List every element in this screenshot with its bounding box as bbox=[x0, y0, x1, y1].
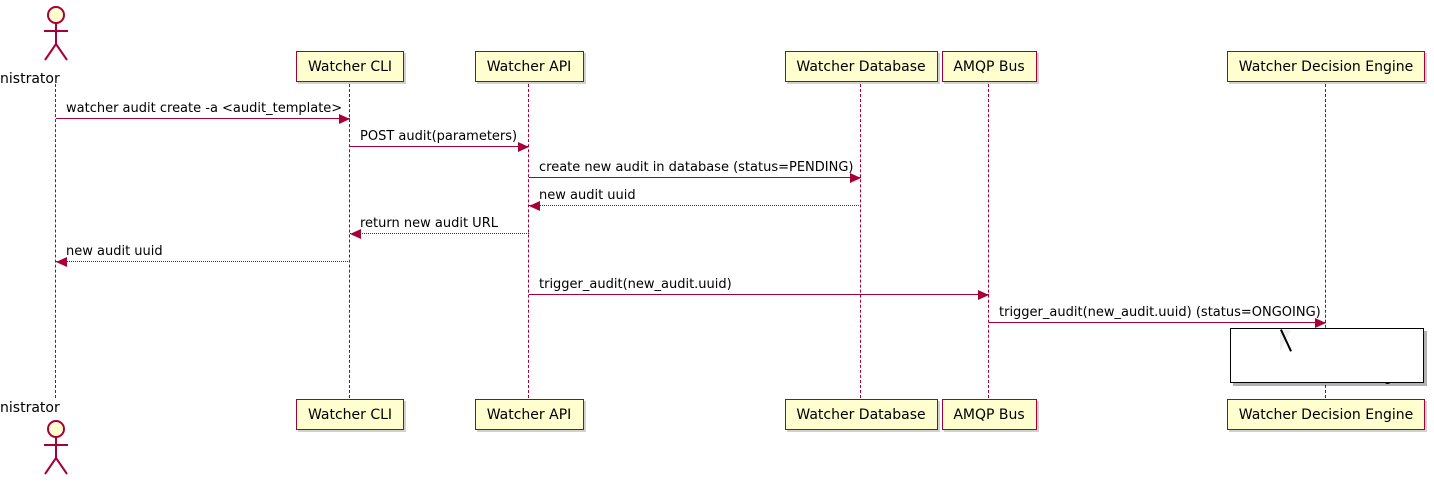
participant-box-watcher-api-bottom[interactable]: Watcher API bbox=[474, 399, 584, 430]
message-label-3: create new audit in database (status=PEN… bbox=[539, 160, 854, 175]
message-arrowhead-6 bbox=[56, 256, 67, 267]
message-label-6: new audit uuid bbox=[66, 244, 163, 259]
lifeline-watcher-cli bbox=[349, 84, 351, 398]
message-label-8: trigger_audit(new_audit.uuid) (status=ON… bbox=[999, 305, 1321, 320]
participant-box-label: AMQP Bus bbox=[953, 406, 1025, 423]
participant-box-label: Watcher Decision Engine bbox=[1238, 406, 1414, 423]
message-label-2: POST audit(parameters) bbox=[360, 129, 518, 144]
message-arrowhead-7 bbox=[978, 289, 989, 300]
participant-box-watcher-api-top[interactable]: Watcher API bbox=[474, 51, 584, 82]
participant-box-watcher-database-bottom[interactable]: Watcher Database bbox=[784, 399, 938, 430]
message-arrowhead-1 bbox=[339, 113, 350, 124]
message-line-5 bbox=[350, 233, 529, 234]
message-label-4: new audit uuid bbox=[539, 188, 636, 203]
participant-box-label: Watcher API bbox=[486, 406, 572, 423]
participant-box-label: Watcher CLI bbox=[307, 58, 393, 75]
message-line-8 bbox=[989, 322, 1326, 323]
actor-administrator-bottom bbox=[40, 418, 72, 482]
participant-box-watcher-cli-top[interactable]: Watcher CLI bbox=[296, 51, 404, 82]
lifeline-watcher-database bbox=[860, 84, 862, 398]
message-arrowhead-4 bbox=[529, 200, 540, 211]
lifeline-administrator bbox=[55, 84, 57, 398]
message-line-4 bbox=[529, 205, 861, 206]
lifeline-watcher-api bbox=[528, 84, 530, 398]
actor-label-administrator-top: Administrator bbox=[0, 71, 60, 87]
participant-box-amqp-bus-bottom[interactable]: AMQP Bus bbox=[941, 399, 1037, 430]
message-line-7 bbox=[529, 294, 989, 295]
participant-box-label: AMQP Bus bbox=[953, 58, 1025, 75]
message-line-6 bbox=[56, 261, 350, 262]
actor-administrator-top bbox=[40, 4, 72, 68]
ref-fragment bbox=[1230, 328, 1424, 383]
message-line-3 bbox=[529, 177, 861, 178]
participant-box-watcher-database-top[interactable]: Watcher Database bbox=[784, 51, 938, 82]
message-label-1: watcher audit create -a <audit_template> bbox=[66, 101, 343, 116]
participant-box-watcher-decision-engine-top[interactable]: Watcher Decision Engine bbox=[1227, 51, 1425, 82]
participant-box-label: Watcher API bbox=[486, 58, 572, 75]
participant-box-watcher-cli-bottom[interactable]: Watcher CLI bbox=[296, 399, 404, 430]
message-label-5: return new audit URL bbox=[360, 216, 498, 231]
actor-label-administrator-bottom: Administrator bbox=[0, 400, 60, 416]
message-line-1 bbox=[56, 118, 350, 119]
message-arrowhead-2 bbox=[518, 141, 529, 152]
lifeline-amqp-bus bbox=[988, 84, 990, 398]
participant-box-watcher-decision-engine-bottom[interactable]: Watcher Decision Engine bbox=[1227, 399, 1425, 430]
participant-box-label: Watcher Database bbox=[796, 406, 926, 423]
participant-box-label: Watcher Database bbox=[796, 58, 926, 75]
message-arrowhead-5 bbox=[350, 228, 361, 239]
message-label-7: trigger_audit(new_audit.uuid) bbox=[539, 277, 732, 292]
lifeline-watcher-decision-engine bbox=[1325, 84, 1327, 398]
message-line-2 bbox=[350, 146, 529, 147]
message-arrowhead-3 bbox=[850, 172, 861, 183]
participant-box-label: Watcher Decision Engine bbox=[1238, 58, 1414, 75]
message-arrowhead-8 bbox=[1315, 317, 1326, 328]
participant-box-amqp-bus-top[interactable]: AMQP Bus bbox=[941, 51, 1037, 82]
participant-box-label: Watcher CLI bbox=[307, 406, 393, 423]
